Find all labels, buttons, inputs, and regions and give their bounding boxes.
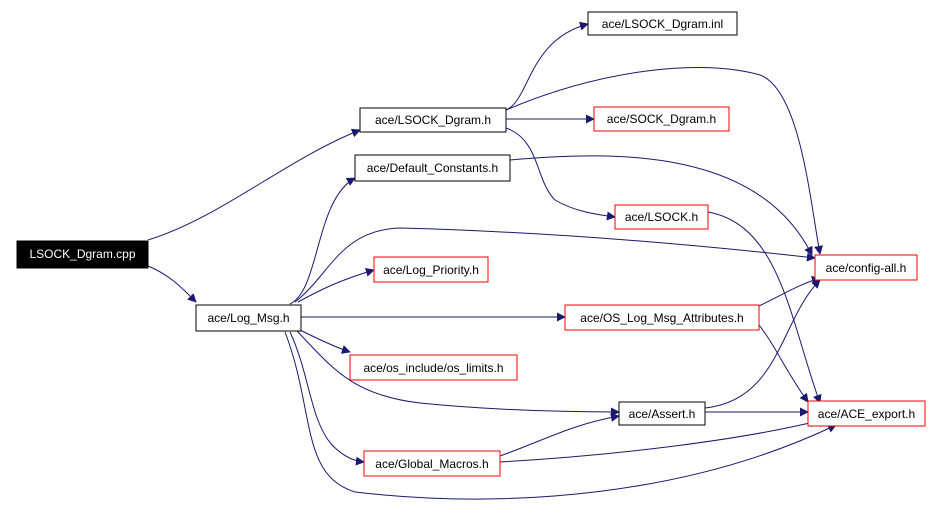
node-box (354, 154, 511, 182)
node-log-msg-h[interactable]: ace/Log_Msg.h (195, 304, 302, 332)
node-label: ace/config-all.h (826, 261, 907, 275)
edge-log-msg-h-to-assert-h (296, 330, 620, 417)
edge-default-constants-h-to-config-all-h (509, 155, 813, 256)
node-label: ace/Global_Macros.h (375, 457, 488, 471)
node-label: ace/LSOCK.h (625, 210, 698, 224)
node-layer: LSOCK_Dgram.cpp ace/LSOCK_Dgram.h ace/Lo… (16, 11, 926, 477)
node-assert-h[interactable]: ace/Assert.h (618, 401, 706, 426)
node-label: ace/os_include/os_limits.h (363, 361, 503, 375)
node-default-constants-h[interactable]: ace/Default_Constants.h (354, 154, 511, 182)
node-ace-export-h[interactable]: ace/ACE_export.h (807, 400, 926, 427)
node-box (587, 11, 738, 36)
node-label: ace/LSOCK_Dgram.h (375, 113, 491, 127)
edge-log-msg-h-to-os-limits-h (299, 329, 351, 354)
edge-log-msg-h-to-config-all-h (294, 227, 816, 303)
edge-log-msg-h-to-global-macros-h (289, 331, 365, 466)
node-sock-dgram-h[interactable]: ace/SOCK_Dgram.h (593, 106, 730, 132)
node-os-log-msg-attributes-h[interactable]: ace/OS_Log_Msg_Attributes.h (564, 304, 760, 331)
node-label: ace/Log_Msg.h (207, 311, 289, 325)
node-box (373, 256, 489, 283)
edge-assert-h-to-config-all-h (704, 279, 821, 409)
edge-os-log-msg-attributes-h-to-ace-export-h (758, 324, 809, 403)
edge-global-macros-h-to-ace-export-h (499, 418, 819, 463)
node-label: ace/Assert.h (629, 407, 696, 421)
edge-lsock-dgram-h-to-lsock-dgram-inl (505, 21, 589, 111)
edge-lsock-dgram-h-to-config-all-h (505, 67, 823, 255)
node-label: ace/Default_Constants.h (367, 161, 498, 175)
edge-global-macros-h-to-assert-h (499, 413, 620, 457)
edge-os-log-msg-attributes-h-to-config-all-h (758, 276, 821, 307)
node-box (363, 450, 501, 477)
node-lsock-h[interactable]: ace/LSOCK.h (614, 204, 709, 230)
node-label: ace/OS_Log_Msg_Attributes.h (580, 311, 743, 325)
edge-lsock-dgram-cpp-to-log-msg-h (147, 265, 197, 303)
node-box (16, 240, 149, 269)
edge-lsock-dgram-cpp-to-lsock-dgram-h (147, 128, 361, 241)
node-box (359, 107, 507, 133)
node-box (593, 106, 730, 132)
node-global-macros-h[interactable]: ace/Global_Macros.h (363, 450, 501, 477)
node-label: ace/ACE_export.h (818, 407, 915, 421)
edge-log-msg-h-to-ace-export-h (284, 331, 837, 500)
node-lsock-dgram-cpp[interactable]: LSOCK_Dgram.cpp (16, 240, 149, 269)
node-lsock-dgram-inl[interactable]: ace/LSOCK_Dgram.inl (587, 11, 738, 36)
edge-layer (147, 21, 837, 500)
node-box (614, 204, 709, 230)
node-os-limits-h[interactable]: ace/os_include/os_limits.h (349, 354, 518, 381)
node-box (814, 254, 918, 281)
node-lsock-dgram-h[interactable]: ace/LSOCK_Dgram.h (359, 107, 507, 133)
node-box (564, 304, 760, 331)
node-label: LSOCK_Dgram.cpp (29, 247, 135, 261)
node-config-all-h[interactable]: ace/config-all.h (814, 254, 918, 281)
node-label: ace/Log_Priority.h (383, 263, 479, 277)
node-log-priority-h[interactable]: ace/Log_Priority.h (373, 256, 489, 283)
edge-lsock-h-to-ace-export-h (707, 211, 822, 404)
node-box (618, 401, 706, 426)
edge-log-msg-h-to-default-constants-h (289, 177, 356, 305)
edge-lsock-dgram-h-to-lsock-h (505, 127, 616, 221)
edge-log-msg-h-to-log-priority-h (297, 267, 375, 303)
node-label: ace/LSOCK_Dgram.inl (602, 17, 723, 31)
node-box (195, 304, 302, 332)
node-box (807, 400, 926, 427)
node-box (349, 354, 518, 381)
node-label: ace/SOCK_Dgram.h (607, 112, 716, 126)
